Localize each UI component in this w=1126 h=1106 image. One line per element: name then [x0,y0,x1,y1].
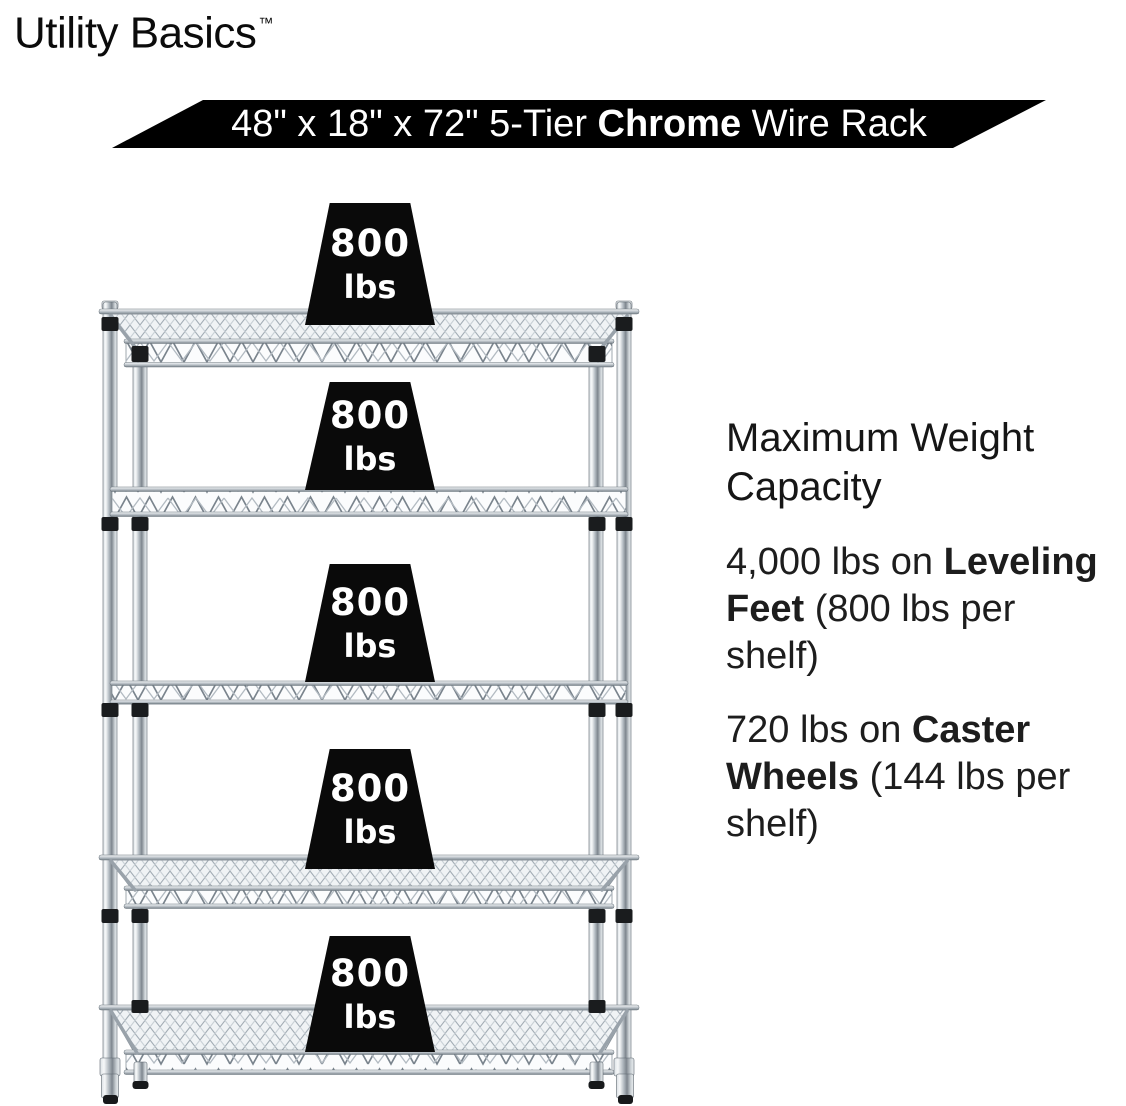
product-title: 48" x 18" x 72" 5-Tier Chrome Wire Rack [231,103,927,145]
weight-badge: 800 lbs [305,382,435,490]
capacity-heading: Maximum Weight Capacity [726,414,1126,512]
shelf-2 [109,486,629,517]
weight-badge: 800 lbs [305,936,435,1052]
shelf-3 [109,680,629,705]
shelf-collars [101,317,633,1013]
weight-badge: 800 lbs [305,203,435,325]
shelf-1 [98,308,640,368]
weight-badge: 800 lbs [305,749,435,869]
title-banner: 48" x 18" x 72" 5-Tier Chrome Wire Rack [112,100,1046,148]
capacity-info: Maximum Weight Capacity 4,000 lbs on Lev… [726,414,1126,848]
capacity-heading-line: Capacity [726,465,882,509]
weight-value: 800 [329,581,411,624]
leveling-feet-capacity: 4,000 lbs on Leveling Feet (800 lbs per … [726,541,1098,677]
leveling-feet [99,1057,635,1104]
weight-value: 800 [329,394,411,437]
brand-name: Utility Basics [14,8,257,58]
weight-badge: 800 lbs [305,564,435,682]
shelf-5 [98,1004,640,1075]
caster-wheels-capacity: 720 lbs on Caster Wheels (144 lbs per sh… [726,709,1071,845]
weight-unit: lbs [343,998,397,1036]
trademark-symbol: ™ [258,15,273,32]
weight-unit: lbs [343,627,397,665]
weight-unit: lbs [343,813,397,851]
capacity-heading-line: Maximum Weight [726,416,1035,460]
weight-unit: lbs [343,268,397,306]
weight-value: 800 [329,767,411,810]
weight-value: 800 [329,952,411,995]
weight-unit: lbs [343,440,397,478]
weight-value: 800 [329,222,411,265]
